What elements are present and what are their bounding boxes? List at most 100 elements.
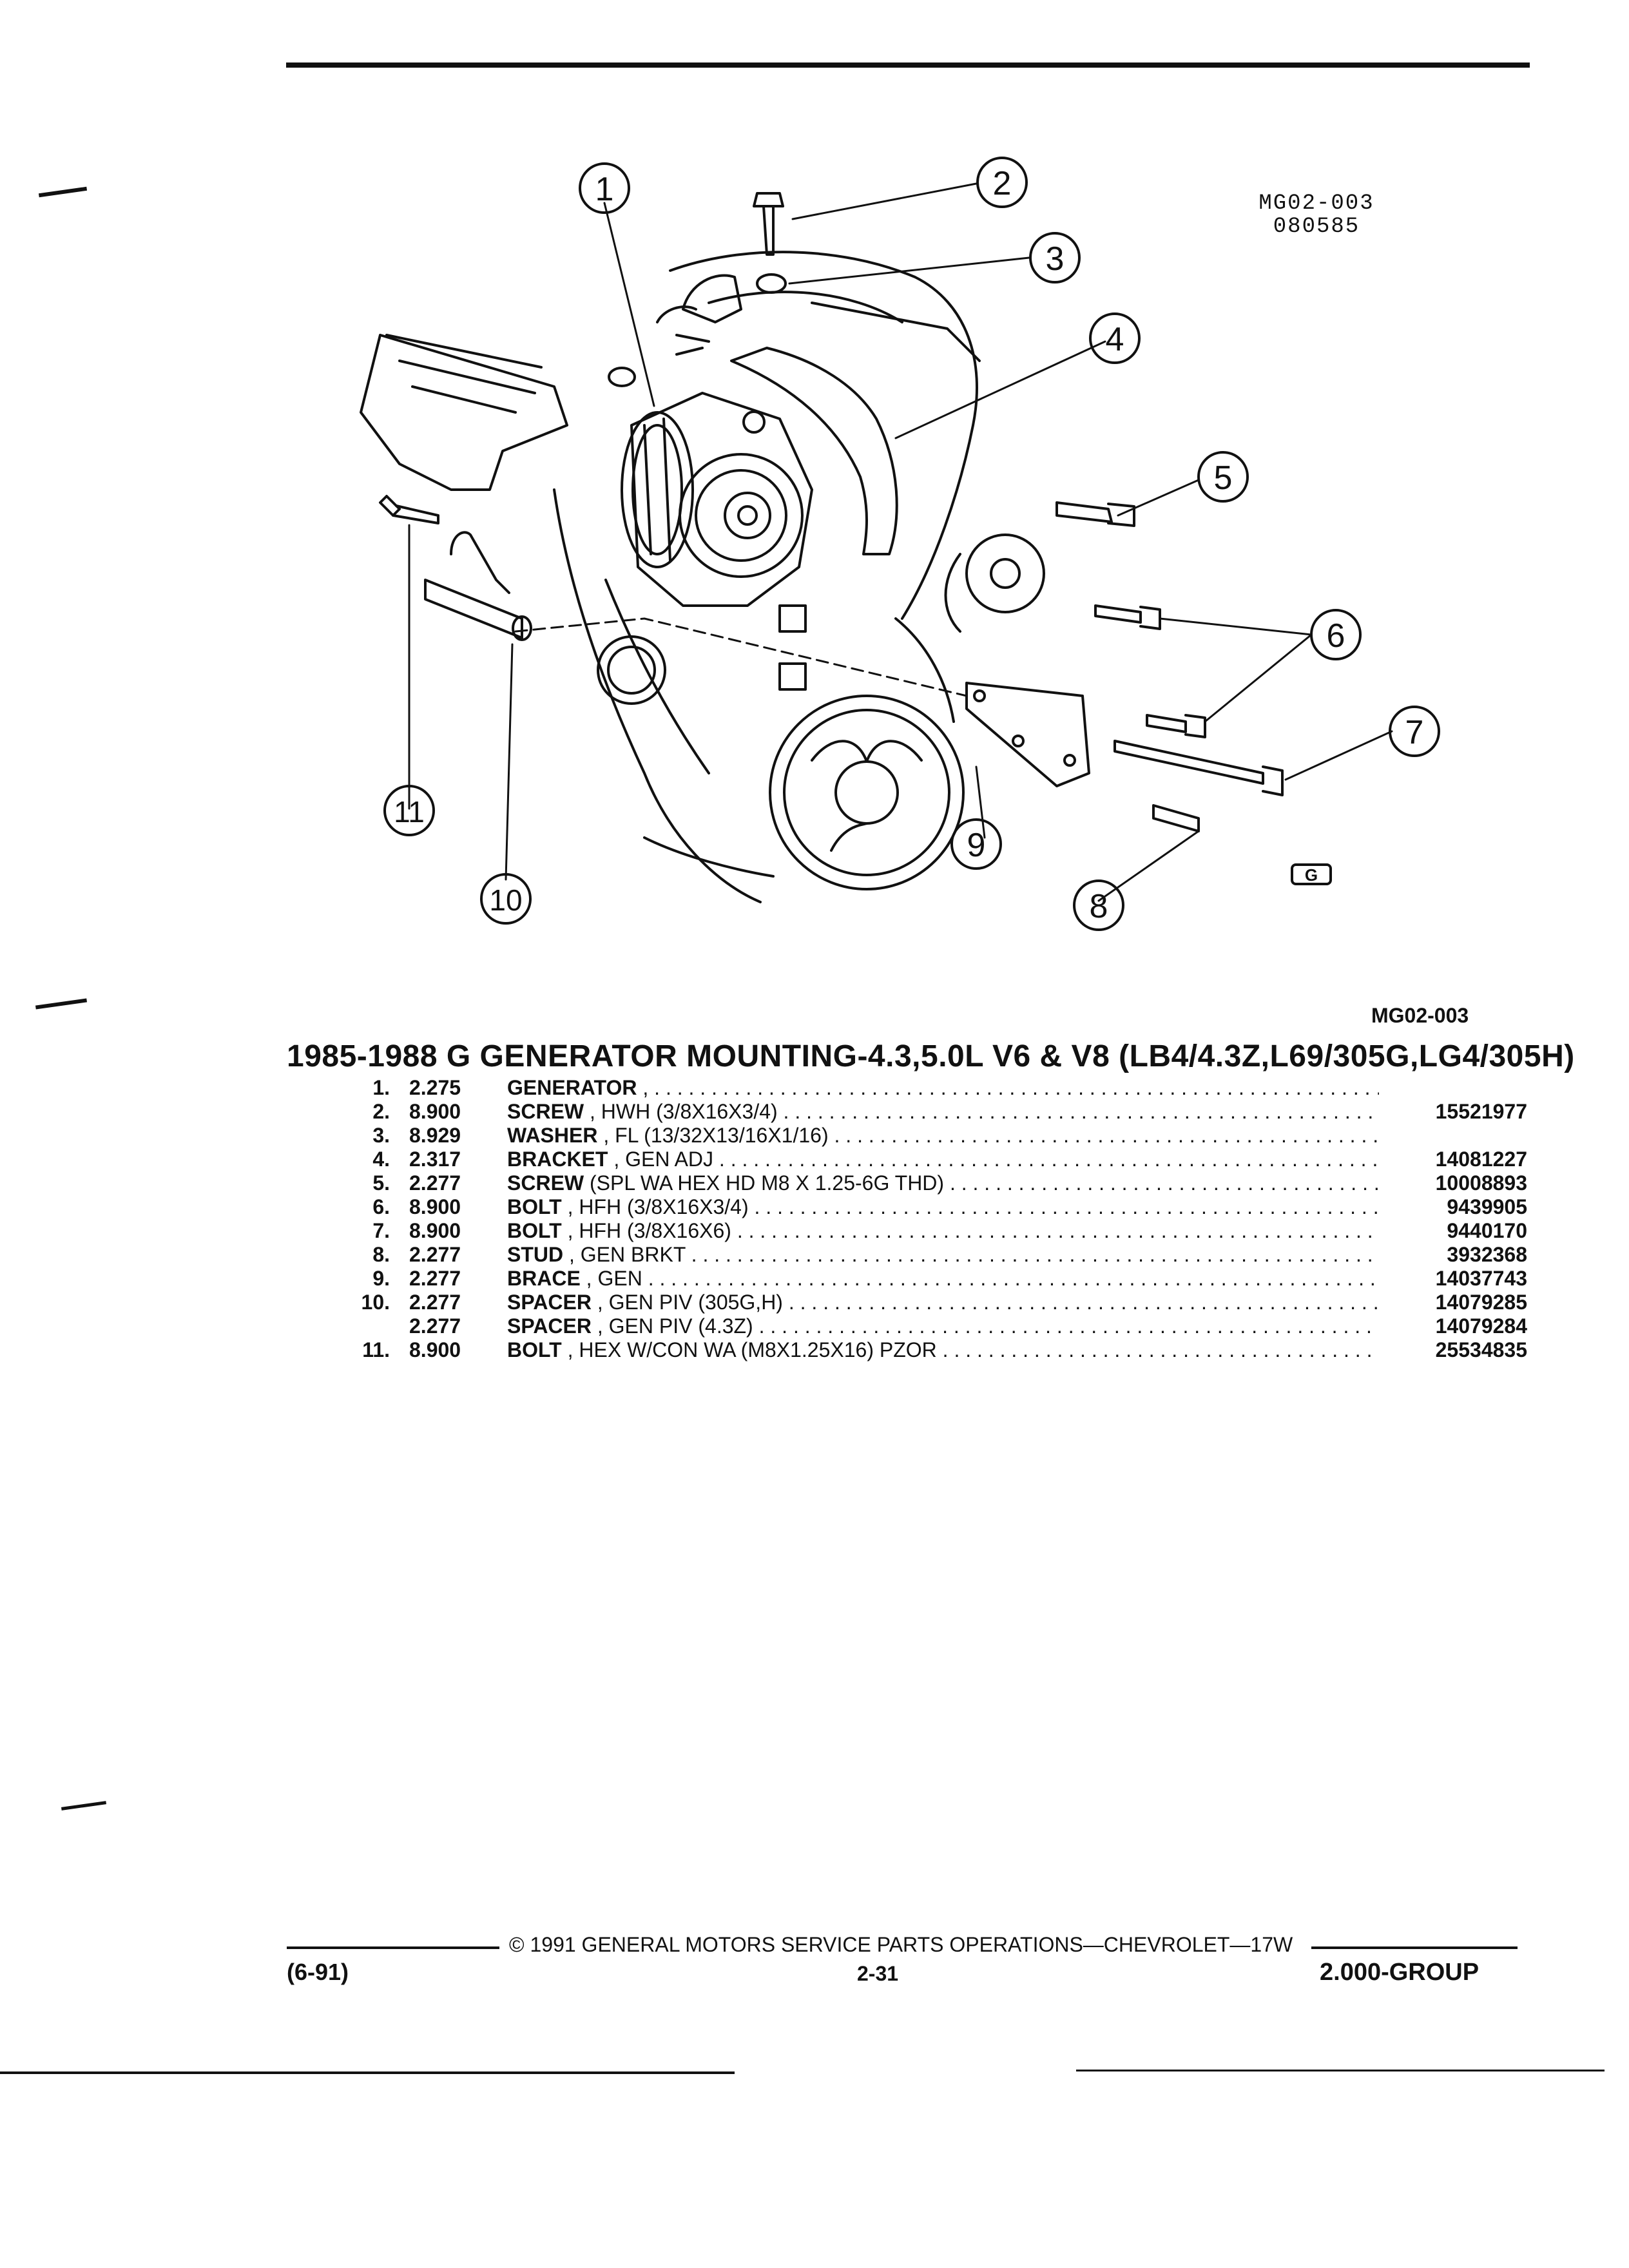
part-name: SCREW [507, 1100, 584, 1123]
part-spec: , HFH (3/8X16X3/4) [561, 1195, 749, 1218]
part-description: BOLT , HFH (3/8X16X3/4) [507, 1195, 1379, 1219]
footer-rule-left [287, 1946, 499, 1949]
callout-1-label: 1 [595, 171, 614, 208]
footer-rule-right [1311, 1946, 1518, 1949]
part-name: BRACE [507, 1267, 581, 1290]
group-code: 2.277 [409, 1171, 461, 1195]
binder-mark [35, 998, 88, 1010]
item-number: 2. [372, 1100, 390, 1123]
callout-7-label: 7 [1405, 714, 1424, 751]
part-spec: , GEN PIV (305G,H) [591, 1291, 783, 1314]
bottom-rule-right [1076, 2070, 1605, 2071]
part-spec: , HWH (3/8X16X3/4) [584, 1100, 778, 1123]
part-number: 15521977 [1435, 1100, 1527, 1123]
item-number: 1. [372, 1076, 390, 1099]
part-name: SCREW [507, 1171, 584, 1195]
callout-1 [579, 162, 630, 214]
generator-mounting-diagram: 1 2 3 4 5 6 7 8 9 10 11 G [360, 157, 1440, 931]
part-name: GENERATOR [507, 1076, 637, 1099]
part-spec: , GEN BRKT [563, 1243, 686, 1266]
part-name: BRACKET [507, 1148, 608, 1171]
callout-4-label: 4 [1106, 321, 1124, 358]
part-name: SPACER [507, 1314, 592, 1338]
callout-11-label: 11 [394, 795, 425, 829]
engine-block-outline [360, 334, 568, 491]
item-number: 9. [372, 1267, 390, 1290]
diagram-ref-code: MG02-003 [1258, 191, 1374, 216]
part-spec: , HEX W/CON WA (M8X1.25X16) PZOR [561, 1338, 937, 1361]
callout-10-label: 10 [489, 883, 522, 917]
callout-2-label: 2 [993, 165, 1012, 202]
item-number: 4. [372, 1148, 390, 1171]
callout-8-label: 8 [1090, 888, 1108, 925]
item-number: 5. [372, 1171, 390, 1195]
part-number: 25534835 [1435, 1338, 1527, 1361]
part-number: 9440170 [1447, 1219, 1527, 1242]
bolt-6-lower [1146, 714, 1206, 738]
callout-6-label: 6 [1327, 617, 1345, 655]
part-name: WASHER [507, 1124, 598, 1147]
item-number: 8. [372, 1243, 390, 1266]
callout-7 [1389, 706, 1440, 757]
callout-3 [1029, 232, 1081, 284]
diagram-ref-date: 080585 [1273, 215, 1360, 239]
stud-8 [1152, 804, 1200, 832]
part-description: BOLT , HFH (3/8X16X6) [507, 1219, 1379, 1243]
brand-icon-box [1291, 863, 1332, 885]
item-number: 7. [372, 1219, 390, 1242]
screw-2 [753, 192, 784, 256]
part-number: 14081227 [1435, 1148, 1527, 1171]
group-code: 2.275 [409, 1076, 461, 1099]
part-description: STUD , GEN BRKT [507, 1243, 1379, 1267]
adjusting-bracket [730, 347, 898, 555]
part-description: SPACER , GEN PIV (305G,H) [507, 1291, 1379, 1314]
figure-ref: MG02-003 [1371, 1004, 1469, 1027]
part-description: WASHER , FL (13/32X13/16X1/16) [507, 1124, 1379, 1148]
top-rule [286, 62, 1530, 68]
part-spec: (SPL WA HEX HD M8 X 1.25-6G THD) [584, 1171, 945, 1195]
group-code: 8.900 [409, 1338, 461, 1361]
binder-mark [61, 1801, 107, 1811]
part-name: BOLT [507, 1195, 562, 1218]
callout-9-label: 9 [967, 827, 986, 864]
table-row: 5. 2.277 SCREW (SPL WA HEX HD M8 X 1.25-6G… [335, 1171, 1527, 1195]
part-name: BOLT [507, 1219, 562, 1242]
bolt-6-upper [1094, 604, 1161, 630]
bolt-11 [379, 495, 439, 524]
callout-5-label: 5 [1214, 459, 1233, 497]
screw-5 [1055, 501, 1135, 527]
part-name: STUD [507, 1243, 564, 1266]
callout-9 [950, 818, 1002, 870]
group-code: 2.277 [409, 1243, 461, 1266]
callout-3-label: 3 [1046, 240, 1065, 278]
bottom-rule-left [0, 2071, 735, 2074]
group-code: 2.277 [409, 1291, 461, 1314]
callout-5 [1197, 451, 1249, 503]
footer-date-code: (6-91) [287, 1959, 349, 1985]
part-description: BRACKET , GEN ADJ [507, 1148, 1379, 1171]
brand-icon: G [1305, 865, 1318, 885]
generator-brace [965, 682, 1090, 787]
water-pump-hub [965, 533, 1045, 613]
part-number: 9439905 [1447, 1195, 1527, 1218]
part-description: SPACER , GEN PIV (4.3Z) [507, 1314, 1379, 1338]
part-spec: , [637, 1076, 649, 1099]
callout-11 [383, 785, 435, 836]
part-description: SCREW (SPL WA HEX HD M8 X 1.25-6G THD) [507, 1171, 1379, 1195]
group-code: 8.900 [409, 1100, 461, 1123]
generator-body [630, 392, 813, 607]
part-number: 14079285 [1435, 1291, 1527, 1314]
item-number: 10. [361, 1291, 390, 1314]
callout-8 [1073, 879, 1124, 931]
footer-group: 2.000-GROUP [1320, 1959, 1480, 1986]
callout-4 [1089, 312, 1141, 364]
bolt-7 [1113, 740, 1284, 796]
part-name: BOLT [507, 1338, 562, 1361]
